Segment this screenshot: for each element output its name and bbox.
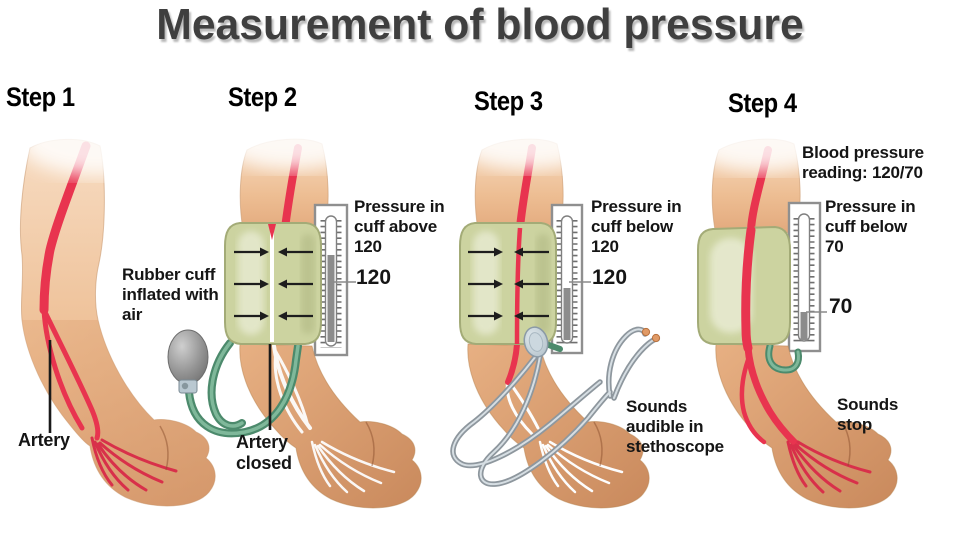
step2-rubber-bulb [167,329,209,394]
step4-mercury-column [800,312,808,340]
artery-label: Artery [18,430,70,450]
step3-cuff [459,222,557,345]
earpiece-tip [651,333,661,343]
step3-mercury-column [563,288,571,340]
step2-air-tubes [185,339,302,438]
earpiece-tip [641,327,651,337]
step4-small-tube [765,342,802,374]
stethoscope [450,326,661,487]
step3-artery-through-cuff [514,227,523,345]
step2-cuff [224,222,322,345]
step4-gauge [787,201,827,353]
bp-reading-note: Blood pressure reading: 120/70 [802,143,924,182]
step2-gauge-note: Pressure in cuff above 120 [354,197,445,256]
step1-figure [19,130,216,507]
sounds-audible-note: Sounds audible in stethoscope [626,397,724,456]
step4-gauge-note: Pressure in cuff below 70 [825,197,916,256]
step2-gauge-value: 120 [356,266,392,289]
illustration-canvas [19,130,898,509]
step3-gauge-note: Pressure in cuff below 120 [591,197,682,256]
artery-closed-note: Artery closed [236,432,292,473]
page-title: Measurement of blood pressure [156,0,804,49]
rubber-cuff-note: Rubber cuff inflated with air [122,265,219,324]
step2-figure [167,130,422,509]
step4-figure [692,130,898,509]
step4-label: Step 4 [728,88,797,118]
sounds-stop-note: Sounds stop [837,395,899,434]
step2-label: Step 2 [228,82,297,112]
step1-artery [39,141,178,492]
step4-artery-open [739,225,872,494]
step2-gauge [313,203,356,357]
step1-label: Step 1 [6,82,75,112]
step2-mercury-column [327,255,335,342]
step3-label: Step 3 [474,86,543,116]
step4-gauge-value: 70 [829,295,853,318]
step3-gauge-value: 120 [592,266,628,289]
step3-figure [450,130,661,509]
step3-gauge [550,203,591,355]
